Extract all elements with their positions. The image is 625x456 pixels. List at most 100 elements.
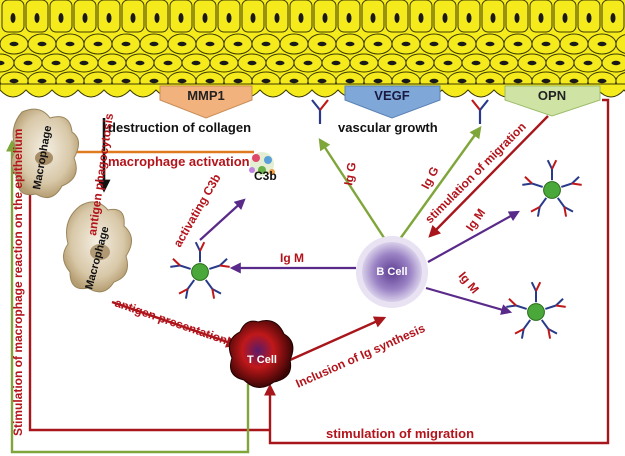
- cell-nucleus: [373, 78, 383, 84]
- cell-nucleus: [79, 60, 89, 66]
- cell-nucleus: [538, 13, 544, 23]
- cell-nucleus: [58, 13, 64, 23]
- cell-nucleus: [485, 41, 495, 47]
- cell-nucleus: [418, 13, 424, 23]
- igg-antibody-left: [311, 99, 329, 124]
- cell-nucleus: [457, 41, 467, 47]
- macrophage-top: Macrophage: [11, 108, 79, 199]
- cell-nucleus: [205, 78, 215, 84]
- cell-nucleus: [247, 60, 257, 66]
- vascular-growth-label: vascular growth: [338, 120, 438, 135]
- cell-nucleus: [10, 13, 16, 23]
- cell-nucleus: [471, 60, 481, 66]
- cell-nucleus: [51, 60, 61, 66]
- inclusion-ig-synthesis-label: Inclusion of Ig synthesis: [294, 321, 428, 391]
- igm-pentamer-upper-right: [522, 159, 582, 217]
- cell-nucleus: [261, 41, 271, 47]
- cell-nucleus: [597, 78, 607, 84]
- b-cell-label: B Cell: [376, 266, 407, 278]
- cell-nucleus: [154, 13, 160, 23]
- cell-nucleus: [37, 78, 47, 84]
- cell-nucleus: [373, 41, 383, 47]
- macrophage-activation-label: macrophage activation: [108, 154, 250, 169]
- cell-nucleus: [597, 41, 607, 47]
- cell-nucleus: [289, 41, 299, 47]
- t-cell: T Cell: [228, 320, 294, 388]
- igg-left-label: Ig G: [341, 161, 359, 186]
- cell-nucleus: [541, 41, 551, 47]
- igg-antibody-right: [471, 99, 489, 124]
- vegf-label: VEGF: [374, 88, 409, 103]
- cell-nucleus: [219, 60, 229, 66]
- igm-left-label: Ig M: [280, 251, 304, 265]
- cell-nucleus: [149, 41, 159, 47]
- cell-nucleus: [443, 60, 453, 66]
- cell-nucleus: [226, 13, 232, 23]
- cell-nucleus: [442, 13, 448, 23]
- cell-nucleus: [611, 60, 621, 66]
- cell-nucleus: [394, 13, 400, 23]
- cell-nucleus: [121, 78, 131, 84]
- b-cell: B Cell: [356, 236, 428, 308]
- cell-nucleus: [514, 13, 520, 23]
- cell-nucleus: [485, 78, 495, 84]
- cell-nucleus: [250, 13, 256, 23]
- mmp1-label: MMP1: [187, 88, 225, 103]
- cell-nucleus: [106, 13, 112, 23]
- cell-nucleus: [130, 13, 136, 23]
- cell-nucleus: [401, 78, 411, 84]
- cell-nucleus: [274, 13, 280, 23]
- cell-nucleus: [317, 78, 327, 84]
- cell-nucleus: [499, 60, 509, 66]
- cell-nucleus: [9, 78, 19, 84]
- activating-c3b-label: activating C3b: [170, 171, 223, 249]
- cell-nucleus: [233, 78, 243, 84]
- t-cell-label: T Cell: [247, 354, 277, 366]
- cell-nucleus: [359, 60, 369, 66]
- cell-nucleus: [331, 60, 341, 66]
- cell-nucleus: [178, 13, 184, 23]
- destruction-collagen-label: destruction of collagen: [108, 120, 251, 135]
- cell-nucleus: [65, 41, 75, 47]
- cell-nucleus: [37, 41, 47, 47]
- cell-nucleus: [322, 13, 328, 23]
- cell-nucleus: [527, 60, 537, 66]
- red-arrows: [24, 98, 610, 445]
- cell-nucleus: [121, 41, 131, 47]
- epithelial-cell: [615, 34, 625, 54]
- cell-nucleus: [191, 60, 201, 66]
- cell-nucleus: [457, 78, 467, 84]
- vegf-banner: VEGF: [344, 85, 441, 119]
- epithelium-layer: [0, 0, 625, 98]
- cell-nucleus: [177, 78, 187, 84]
- cell-nucleus: [82, 13, 88, 23]
- cell-nucleus: [555, 60, 565, 66]
- opn-banner: OPN: [504, 85, 601, 117]
- cell-nucleus: [233, 41, 243, 47]
- cell-nucleus: [303, 60, 313, 66]
- cell-nucleus: [415, 60, 425, 66]
- cell-nucleus: [429, 41, 439, 47]
- cell-nucleus: [370, 13, 376, 23]
- cell-nucleus: [513, 41, 523, 47]
- cell-nucleus: [490, 13, 496, 23]
- cell-nucleus: [345, 78, 355, 84]
- cell-nucleus: [429, 78, 439, 84]
- antigen-presentation-label: antigen presentation: [113, 296, 229, 348]
- cell-nucleus: [569, 41, 579, 47]
- cell-nucleus: [298, 13, 304, 23]
- cell-nucleus: [93, 78, 103, 84]
- cell-nucleus: [205, 41, 215, 47]
- stimulation-macrophage-reaction-label: Stimulation of macrophage reaction on th…: [11, 129, 25, 436]
- cell-nucleus: [65, 78, 75, 84]
- cell-nucleus: [401, 41, 411, 47]
- cell-nucleus: [541, 78, 551, 84]
- igm-pentamer-left: [170, 241, 230, 299]
- cell-nucleus: [610, 13, 616, 23]
- cell-nucleus: [202, 13, 208, 23]
- c3b-label: C3b: [254, 169, 277, 183]
- cell-nucleus: [149, 78, 159, 84]
- cell-nucleus: [583, 60, 593, 66]
- purple-arrows: [199, 198, 520, 315]
